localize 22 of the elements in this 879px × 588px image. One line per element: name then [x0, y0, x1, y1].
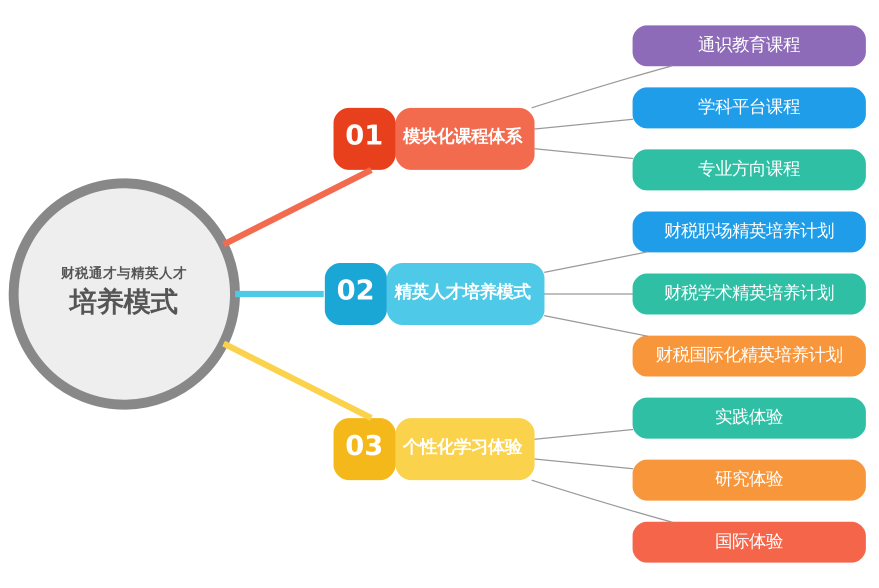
connector — [532, 65, 673, 108]
node-box: 实践体验 — [632, 398, 866, 439]
node-circle: 财税通才与精英人才 培养模式 — [8, 178, 240, 410]
node-box: 财税学术精英培养计划 — [632, 274, 866, 314]
connector — [534, 148, 634, 160]
node-box: 财税国际化精英培养计划 — [632, 336, 866, 377]
node-box: 财税职场精英培养计划 — [632, 211, 866, 252]
connector — [222, 340, 373, 421]
connector — [235, 290, 324, 298]
node-box: 通识教育课程 — [632, 25, 866, 66]
connector — [532, 480, 673, 523]
connector — [544, 293, 634, 295]
node-box: 研究体验 — [632, 460, 866, 501]
connector — [544, 251, 648, 273]
node-box: 学科平台课程 — [632, 87, 866, 128]
connector — [534, 458, 634, 470]
connector — [222, 167, 373, 248]
node-box: 专业方向课程 — [632, 149, 866, 190]
connector — [534, 118, 634, 130]
connector — [534, 428, 634, 440]
node-box: 国际体验 — [632, 522, 866, 563]
connector — [544, 315, 648, 337]
